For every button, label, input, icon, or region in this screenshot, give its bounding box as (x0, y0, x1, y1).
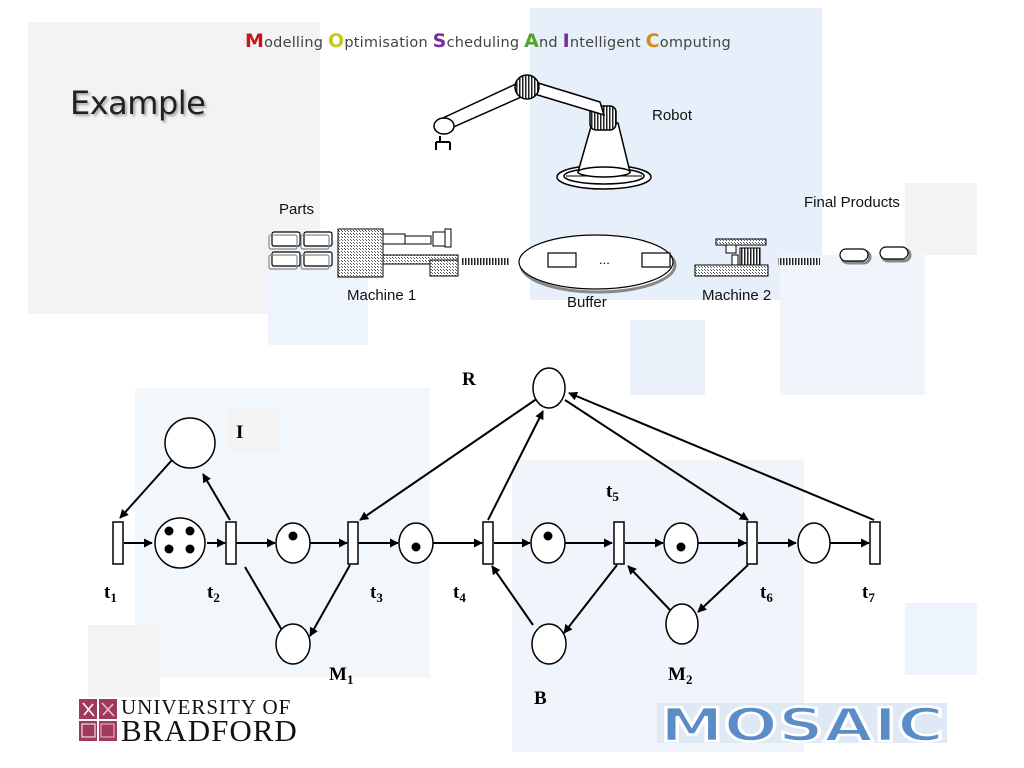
transition-label-t1: t1 (104, 582, 117, 605)
final-products-label: Final Products (804, 194, 900, 211)
place-p2 (275, 522, 311, 564)
tagline-initial: A (524, 30, 540, 52)
place-label-I: I (236, 422, 243, 443)
token (543, 531, 553, 541)
place-B (531, 623, 567, 665)
petri-arcs (119, 391, 875, 637)
tagline-rest: nd (539, 35, 558, 51)
place-M1 (275, 623, 311, 665)
transition-label-t4: t4 (453, 582, 466, 605)
place-label-M1: M1 (329, 664, 353, 687)
tagline-word: Modelling (245, 30, 324, 52)
transition-t5 (613, 521, 625, 565)
transition-t3 (347, 521, 359, 565)
robot-label: Robot (652, 107, 693, 124)
token (164, 544, 174, 554)
machine1-label: Machine 1 (347, 287, 417, 304)
place-p4 (530, 522, 566, 564)
tagline-initial: M (245, 30, 265, 52)
tagline-word: Computing (646, 30, 731, 52)
parts-label: Parts (279, 201, 315, 218)
machine2-label: Machine 2 (702, 287, 772, 304)
robot-illustration (433, 74, 652, 190)
token (185, 526, 195, 536)
tagline-initial: O (328, 30, 345, 52)
university-name-line2: BRADFORD (121, 713, 298, 748)
bg-gray-panel (88, 625, 160, 697)
transition-t4 (482, 521, 494, 565)
buffer-label: Buffer (567, 294, 607, 311)
petri-tokens (164, 526, 686, 554)
transition-t1 (112, 521, 124, 565)
token (411, 542, 421, 552)
place-label-M2: M2 (668, 664, 692, 687)
transition-label-t6: t6 (760, 582, 773, 605)
tagline: Modelling Optimisation Scheduling And In… (245, 30, 731, 52)
token (164, 526, 174, 536)
bg-blue-panel (630, 320, 705, 395)
tagline-rest: ntelligent (569, 35, 641, 51)
tagline-word: And (524, 30, 558, 52)
mosaic-logo: MOSAIC (657, 697, 947, 753)
place-label-B: B (534, 688, 547, 709)
tagline-initial: I (562, 30, 570, 52)
slide-title: Example (70, 84, 206, 122)
buffer-illustration (518, 234, 677, 294)
transition-t2 (225, 521, 237, 565)
place-p6 (797, 522, 831, 564)
transition-label-t7: t7 (862, 582, 875, 605)
mosaic-logo-text: MOSAIC (660, 698, 944, 752)
token (185, 544, 195, 554)
token (288, 531, 298, 541)
bg-blue-panel (905, 603, 977, 675)
tagline-rest: omputing (659, 35, 731, 51)
petri-transitions (112, 521, 881, 565)
tagline-initial: C (645, 30, 660, 52)
place-label-R: R (462, 369, 476, 390)
petri-places (154, 367, 831, 665)
transition-t7 (869, 521, 881, 565)
machine2-illustration (694, 238, 820, 277)
tagline-word: Scheduling (433, 30, 520, 52)
place-parts (154, 517, 206, 569)
machine1-illustration (337, 228, 510, 278)
tagline-rest: odelling (264, 35, 324, 51)
transition-t6 (746, 521, 758, 565)
bg-blue-panel (780, 255, 925, 395)
tagline-word: Intelligent (563, 30, 641, 52)
transition-label-t2: t2 (207, 582, 220, 605)
tagline-rest: cheduling (446, 35, 520, 51)
place-R (532, 367, 566, 409)
place-M2 (665, 603, 699, 645)
token (676, 542, 686, 552)
parts-stack (268, 231, 333, 270)
final-products-illustration (839, 246, 912, 265)
transition-label-t5: t5 (606, 481, 619, 504)
tagline-word: Optimisation (328, 30, 428, 52)
university-crest-icon (79, 699, 117, 741)
place-I (164, 417, 216, 469)
university-name-line1: UNIVERSITY OF (121, 695, 292, 719)
bg-gray-panel (905, 183, 977, 255)
transition-label-t3: t3 (370, 582, 383, 605)
tagline-initial: S (432, 30, 447, 52)
bg-gray-panel (228, 408, 280, 450)
tagline-rest: ptimisation (344, 35, 428, 51)
buffer-dots: ... (599, 252, 610, 267)
